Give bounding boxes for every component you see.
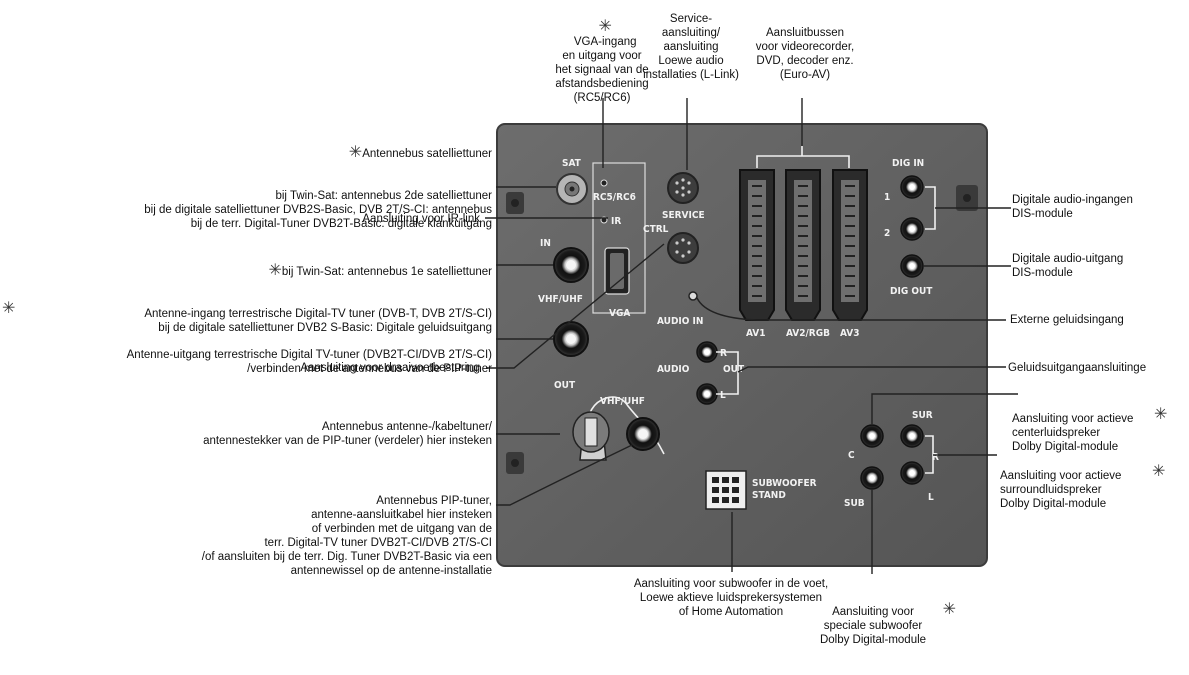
panel-audio-in: AUDIO IN	[657, 316, 703, 327]
vga-group-box	[592, 162, 646, 314]
panel-c: C	[848, 450, 855, 461]
panel-vhfuhf2: VHF/UHF	[600, 396, 645, 407]
asterisk-icon: ✳	[348, 144, 363, 161]
scart-av2	[785, 169, 821, 321]
audio-in-port	[688, 291, 698, 301]
panel-out2: OUT	[723, 364, 745, 375]
panel-av2: AV2/RGB	[786, 328, 830, 339]
connector-panel-diagram: SAT RC5/RC6 IR SERVICE CTRL VGA IN VHF/U…	[485, 98, 1018, 574]
panel-vga: VGA	[609, 308, 630, 319]
panel-ctrl: CTRL	[643, 224, 669, 235]
label-vga: ✳ VGA-ingang en uitgang voor het signaal…	[555, 18, 649, 105]
panel-l2: L	[928, 492, 934, 503]
label-irlink: Aansluiting voor IR-link	[362, 213, 480, 225]
panel-out: OUT	[554, 380, 576, 391]
panel-rc: RC5/RC6	[593, 192, 636, 203]
label-audio-out: Geluidsuitgangaansluitinge	[1008, 362, 1147, 374]
asterisk-icon: ✳	[1154, 406, 1168, 423]
panel-ir: IR	[611, 216, 621, 227]
label-kabeltuner: Antennebus antenne-/kabeltuner/ antennes…	[203, 421, 492, 447]
label-sat: ✳Antennebus satelliettuner bij Twin-Sat:…	[144, 144, 492, 231]
panel-sub: SUB	[844, 498, 865, 509]
label-center: Aansluiting voor actieve centerluidsprek…	[1012, 406, 1168, 454]
asterisk-icon: ✳	[2, 300, 16, 317]
panel-vhfuhf: VHF/UHF	[538, 294, 583, 305]
panel-av3: AV3	[840, 328, 860, 339]
panel-av1: AV1	[746, 328, 766, 339]
label-surround: Aansluiting voor actieve surroundluidspr…	[1000, 463, 1166, 511]
label-draaivoet: Aansluiting voor draaivoetbesturing	[300, 362, 480, 374]
asterisk-icon: ✳	[942, 601, 956, 618]
ctrl-port	[667, 232, 699, 264]
asterisk-icon: ✳	[1152, 463, 1166, 480]
label-out: ✳ Antenne-uitgang terrestrische Digital …	[2, 300, 492, 376]
scart-av1	[739, 169, 775, 321]
label-dig-in: Digitale audio-ingangen DIS-module	[1012, 194, 1133, 220]
panel-one: 1	[884, 192, 890, 203]
panel-in: IN	[540, 238, 551, 249]
panel-r2: R	[932, 452, 939, 463]
asterisk-icon: ✳	[268, 262, 282, 279]
panel-dig-in: DIG IN	[892, 158, 924, 169]
label-euroav: Aansluitbussen voor videorecorder, DVD, …	[755, 27, 855, 81]
label-special-sub: Aansluiting voor speciale subwoofer Dolb…	[819, 601, 956, 647]
asterisk-icon: ✳	[598, 18, 612, 35]
label-in: ✳bij Twin-Sat: antennebus 1e satelliettu…	[144, 262, 492, 335]
panel-two: 2	[884, 228, 890, 239]
panel-sat: SAT	[562, 158, 582, 169]
panel-sur: SUR	[912, 410, 933, 421]
scart-av3	[832, 169, 868, 321]
label-service: Service- aansluiting/ aansluiting Loewe …	[643, 13, 739, 81]
label-subwoofer: Aansluiting voor subwoofer in de voet, L…	[633, 578, 829, 618]
label-piptuner: Antennebus PIP-tuner, antenne-aansluitka…	[201, 495, 492, 577]
panel-audio: AUDIO	[657, 364, 690, 375]
panel-service: SERVICE	[662, 210, 705, 221]
panel-dig-out: DIG OUT	[890, 286, 933, 297]
label-ext-audio: Externe geluidsingang	[1010, 314, 1124, 326]
panel-r: R	[720, 348, 727, 359]
label-dig-out: Digitale audio-uitgang DIS-module	[1012, 253, 1124, 279]
panel-l: L	[720, 390, 726, 401]
